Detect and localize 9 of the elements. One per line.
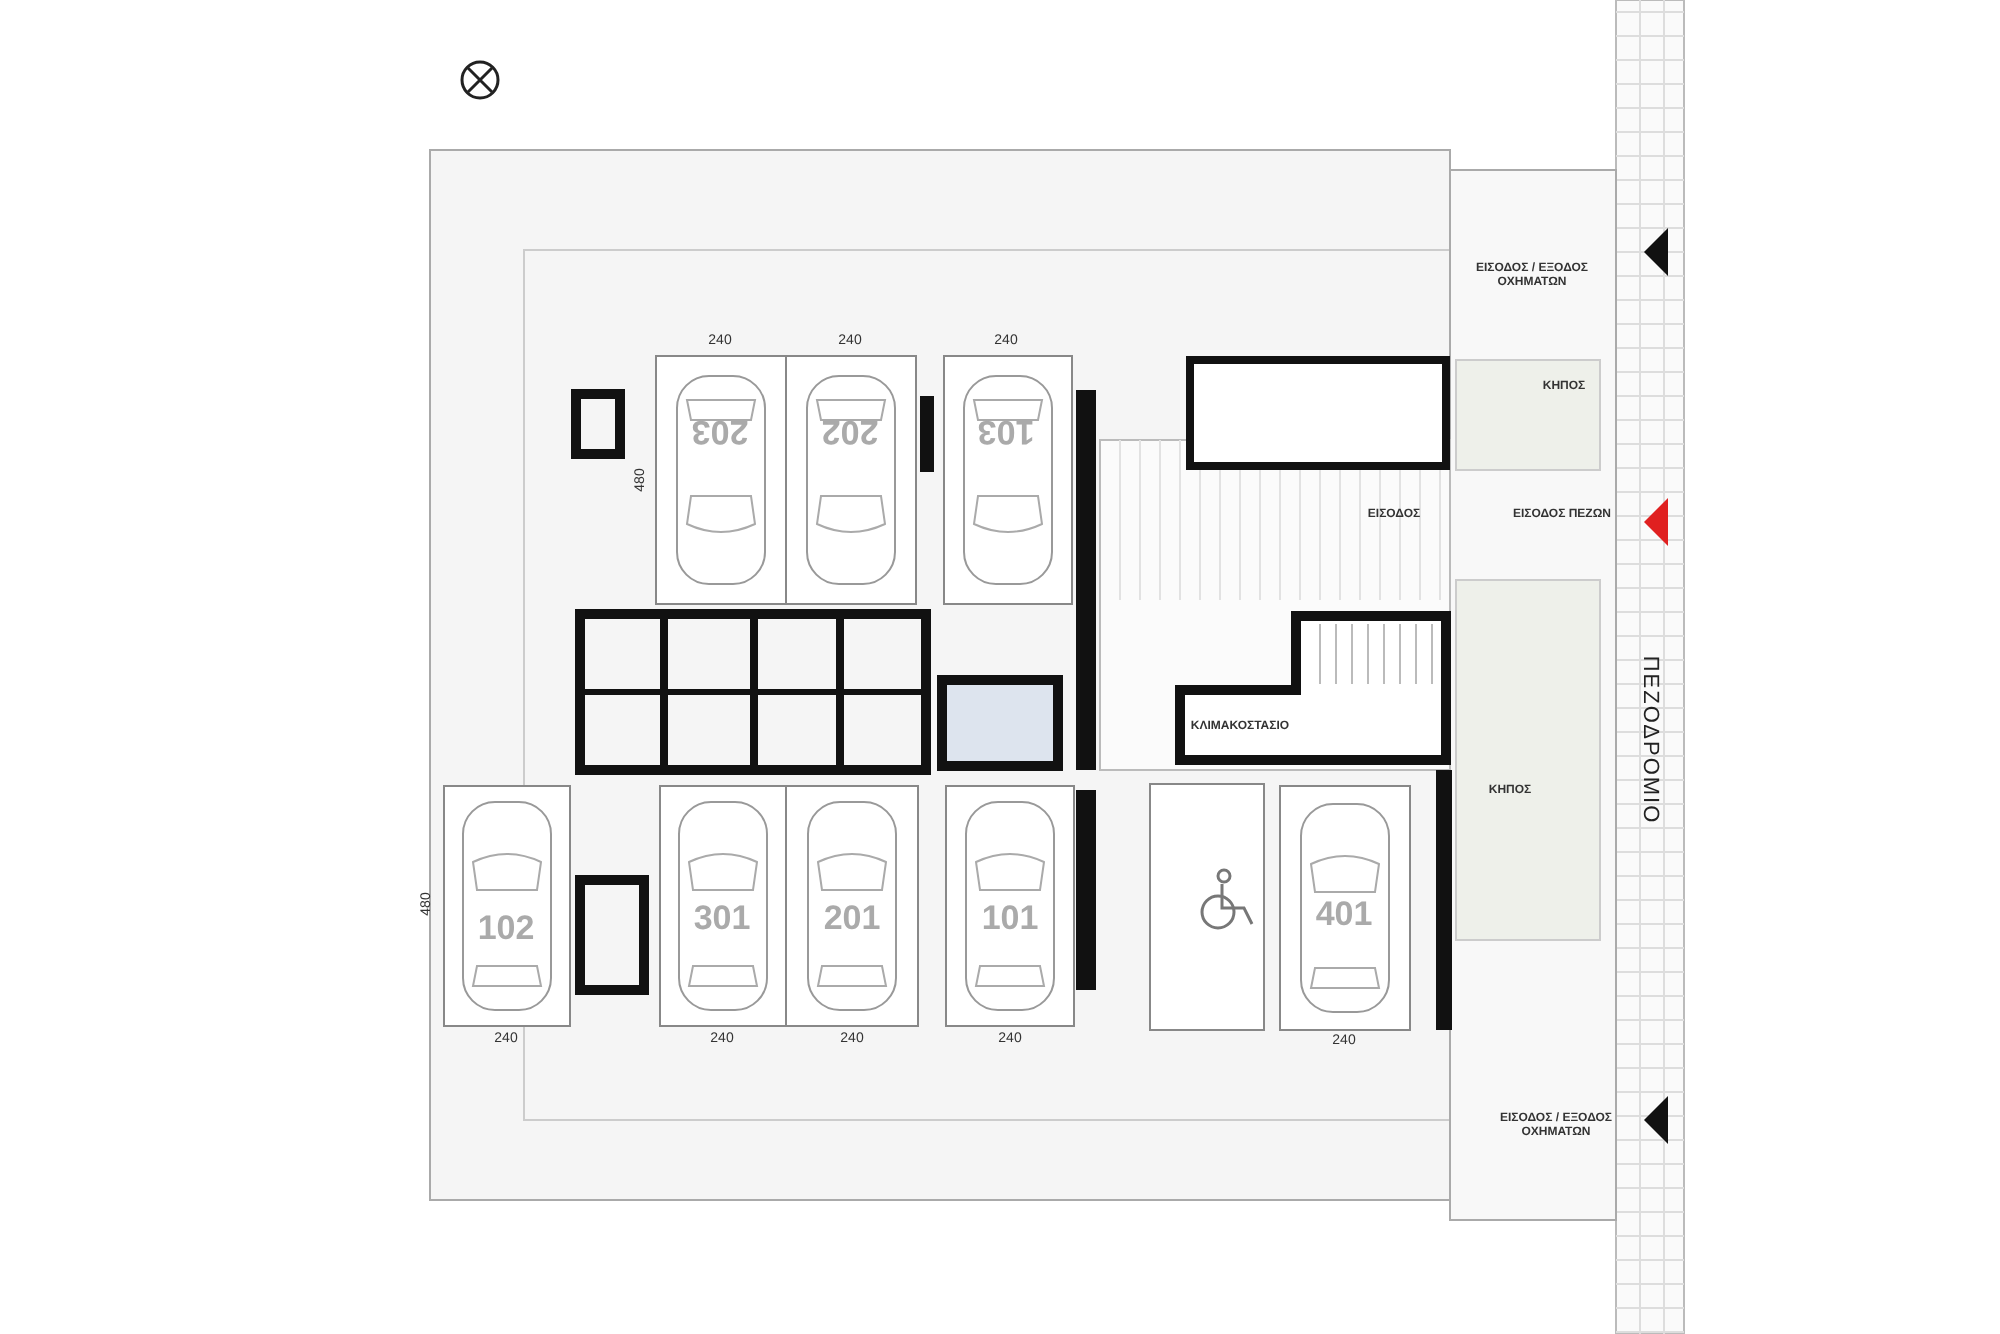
street-label: ΠΕΖΟΔΡΟΜΙΟ	[1637, 655, 1663, 825]
parking-space-number: 103	[977, 411, 1035, 449]
parking-space-number: 102	[477, 911, 535, 949]
parking-space-number: 101	[981, 901, 1039, 939]
parking-space-number: 202	[821, 411, 879, 449]
parking-space-number: 201	[823, 901, 881, 939]
parking-space-number: 401	[1315, 897, 1373, 935]
parking-space-number: 203	[691, 411, 749, 449]
parking-space-number: 301	[693, 901, 751, 939]
